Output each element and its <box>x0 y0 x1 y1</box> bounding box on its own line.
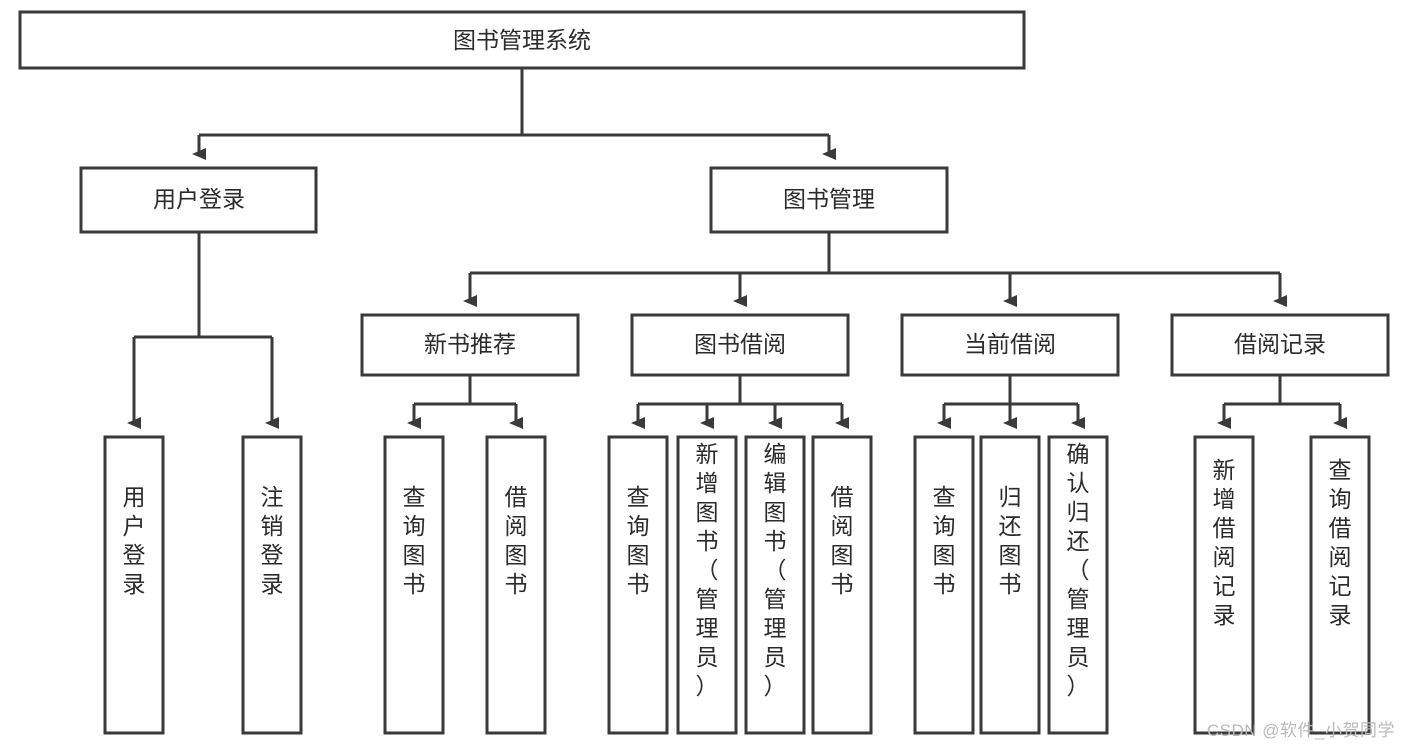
node-leaf-query-book-3-label: 查询图书 <box>933 484 956 597</box>
node-current-borrow-box[interactable] <box>900 313 1120 377</box>
node-leaf-edit-book[interactable]: 编辑图书（管理员） <box>744 435 806 735</box>
node-leaf-borrow-book-2-box[interactable] <box>811 435 873 735</box>
node-book-borrow-box[interactable] <box>630 313 850 377</box>
node-leaf-edit-book-box[interactable] <box>744 435 806 735</box>
node-leaf-add-book-box[interactable] <box>676 435 738 735</box>
node-book-borrow[interactable]: 图书借阅 <box>630 313 850 377</box>
node-leaf-query-book-1[interactable]: 查询图书 <box>383 435 445 735</box>
node-leaf-confirm-return-box[interactable] <box>1047 435 1109 735</box>
node-root[interactable]: 图书管理系统 <box>18 10 1026 70</box>
node-book-manage[interactable]: 图书管理 <box>709 166 949 234</box>
node-leaf-borrow-book-2-label: 借阅图书 <box>831 484 854 597</box>
node-leaf-query-record[interactable]: 查询借阅记录 <box>1309 435 1371 735</box>
node-leaf-query-book-2[interactable]: 查询图书 <box>607 435 669 735</box>
node-leaf-add-record-label: 新增借阅记录 <box>1213 457 1236 628</box>
node-leaf-user-login[interactable]: 用户登录 <box>103 435 165 735</box>
node-leaf-return-book[interactable]: 归还图书 <box>979 435 1041 735</box>
node-leaf-user-logout-box[interactable] <box>241 435 303 735</box>
node-user-login-box[interactable] <box>79 166 318 234</box>
node-book-borrow-label: 图书借阅 <box>694 331 786 357</box>
node-leaf-query-book-3[interactable]: 查询图书 <box>913 435 975 735</box>
node-borrow-record[interactable]: 借阅记录 <box>1170 313 1390 377</box>
node-new-book-recommend-label: 新书推荐 <box>424 331 516 357</box>
node-leaf-query-record-label: 查询借阅记录 <box>1329 457 1352 628</box>
node-leaf-borrow-book-1-label: 借阅图书 <box>505 484 528 597</box>
node-leaf-return-book-label: 归还图书 <box>999 484 1022 597</box>
node-current-borrow-label: 当前借阅 <box>964 331 1056 357</box>
node-leaf-query-book-2-label: 查询图书 <box>627 484 650 597</box>
node-current-borrow[interactable]: 当前借阅 <box>900 313 1120 377</box>
node-leaf-add-record[interactable]: 新增借阅记录 <box>1193 435 1255 735</box>
node-root-label: 图书管理系统 <box>453 27 591 53</box>
node-leaf-add-record-box[interactable] <box>1193 435 1255 735</box>
node-leaf-edit-book-label: 编辑图书（管理员） <box>764 441 787 699</box>
node-new-book-recommend-box[interactable] <box>360 313 580 377</box>
node-book-manage-label: 图书管理 <box>783 186 875 212</box>
node-root-box[interactable] <box>18 10 1026 70</box>
node-leaf-query-book-3-box[interactable] <box>913 435 975 735</box>
node-leaf-query-record-box[interactable] <box>1309 435 1371 735</box>
node-new-book-recommend[interactable]: 新书推荐 <box>360 313 580 377</box>
node-leaf-borrow-book-1[interactable]: 借阅图书 <box>485 435 547 735</box>
node-leaf-query-book-1-label: 查询图书 <box>403 484 426 597</box>
node-user-login-label: 用户登录 <box>153 186 245 212</box>
node-leaf-borrow-book-2[interactable]: 借阅图书 <box>811 435 873 735</box>
node-leaf-user-login-box[interactable] <box>103 435 165 735</box>
node-leaf-add-book-label: 新增图书（管理员） <box>696 441 719 699</box>
node-leaf-query-book-2-box[interactable] <box>607 435 669 735</box>
node-leaf-add-book[interactable]: 新增图书（管理员） <box>676 435 738 735</box>
node-leaf-borrow-book-1-box[interactable] <box>485 435 547 735</box>
node-user-login[interactable]: 用户登录 <box>79 166 318 234</box>
node-borrow-record-box[interactable] <box>1170 313 1390 377</box>
node-leaf-query-book-1-box[interactable] <box>383 435 445 735</box>
node-leaf-confirm-return-label: 确认归还（管理员） <box>1067 441 1090 699</box>
connector-layer <box>127 68 1347 429</box>
node-book-manage-box[interactable] <box>709 166 949 234</box>
node-leaf-user-logout-label: 注销登录 <box>261 484 284 597</box>
node-leaf-return-book-box[interactable] <box>979 435 1041 735</box>
node-leaf-confirm-return[interactable]: 确认归还（管理员） <box>1047 435 1109 735</box>
node-borrow-record-label: 借阅记录 <box>1234 331 1326 357</box>
node-leaf-user-logout[interactable]: 注销登录 <box>241 435 303 735</box>
node-leaf-user-login-label: 用户登录 <box>123 484 146 597</box>
